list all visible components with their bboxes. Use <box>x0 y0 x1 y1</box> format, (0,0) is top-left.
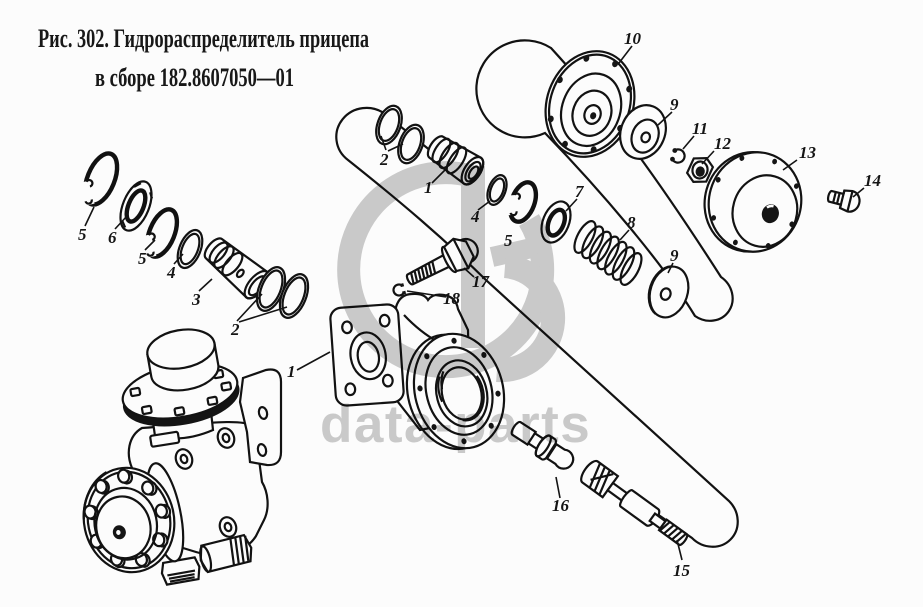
svg-text:7: 7 <box>575 182 585 201</box>
svg-text:3: 3 <box>191 290 201 309</box>
svg-text:1: 1 <box>424 178 433 197</box>
svg-text:5: 5 <box>504 231 513 250</box>
svg-text:2: 2 <box>230 320 240 339</box>
svg-text:Рис. 302. Гидрораспределитель: Рис. 302. Гидрораспределитель прицепа <box>38 24 369 53</box>
svg-text:15: 15 <box>673 561 691 580</box>
svg-text:13: 13 <box>799 143 817 162</box>
svg-text:2: 2 <box>379 150 389 169</box>
svg-text:18: 18 <box>443 289 461 308</box>
svg-text:9: 9 <box>670 246 679 265</box>
svg-text:5: 5 <box>78 225 87 244</box>
svg-text:10: 10 <box>624 29 642 48</box>
svg-text:11: 11 <box>692 119 708 138</box>
svg-text:14: 14 <box>864 171 881 190</box>
svg-text:в сборе 182.8607050—01: в сборе 182.8607050—01 <box>95 63 294 92</box>
svg-text:5: 5 <box>138 249 147 268</box>
svg-text:8: 8 <box>627 213 636 232</box>
svg-text:data-parts: data-parts <box>320 395 591 454</box>
svg-text:6: 6 <box>108 228 117 247</box>
svg-text:4: 4 <box>166 263 176 282</box>
svg-text:12: 12 <box>714 134 732 153</box>
svg-text:9: 9 <box>670 95 679 114</box>
svg-text:1: 1 <box>287 362 296 381</box>
svg-text:16: 16 <box>552 496 570 515</box>
